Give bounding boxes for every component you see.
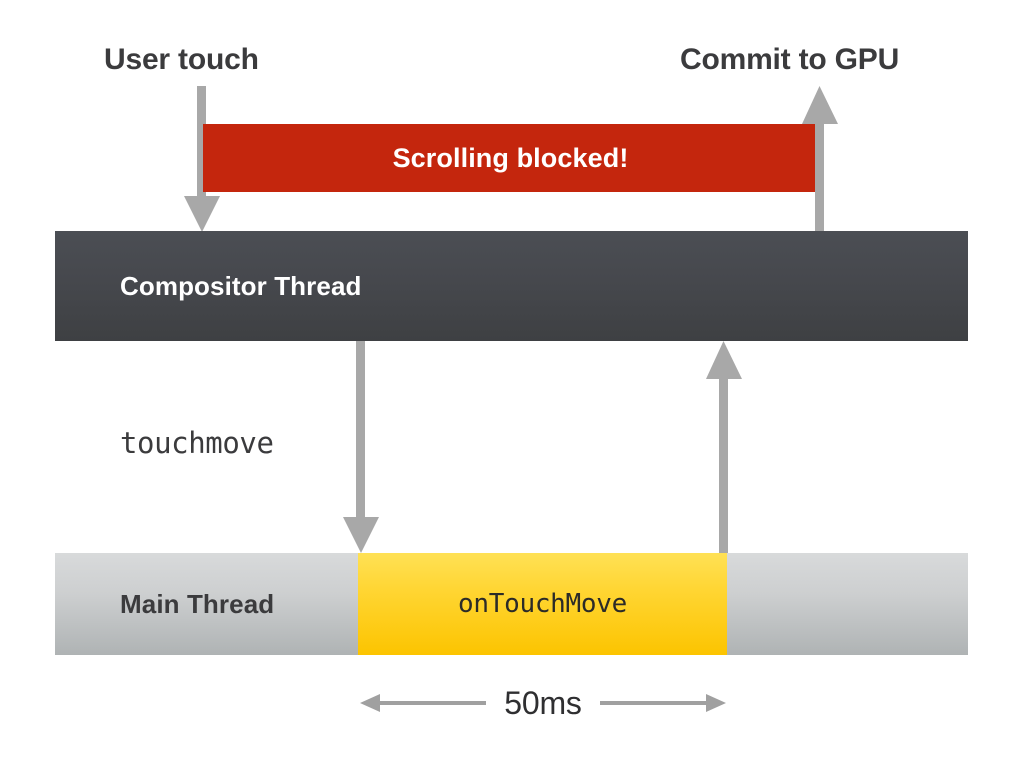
arrow-down-icon-user-touch [184,86,220,232]
touchmove-annotation-label: touchmove [120,426,274,460]
scrolling-blocked-label: Scrolling blocked! [392,142,629,173]
main-thread-label: Main Thread [120,589,275,619]
label-commit-to-gpu: Commit to GPU [680,43,900,76]
duration-label: 50ms [504,685,582,721]
compositor-thread-lane: Compositor Thread [55,231,968,341]
arrow-up-icon-return-to-compositor [706,341,742,555]
ontouchmove-task-block: onTouchMove [358,553,727,655]
arrow-up-icon-commit-to-gpu [802,86,838,234]
measure-arrows-icon [360,694,726,712]
label-user-touch: User touch [104,43,259,76]
scrolling-blocked-bar: Scrolling blocked! [203,124,818,192]
compositor-thread-label: Compositor Thread [120,271,362,301]
ontouchmove-label: onTouchMove [458,589,627,619]
duration-measure: 50ms [358,680,728,726]
arrow-down-icon-touchmove [343,341,379,553]
main-thread-lane: Main Thread onTouchMove [55,553,968,655]
